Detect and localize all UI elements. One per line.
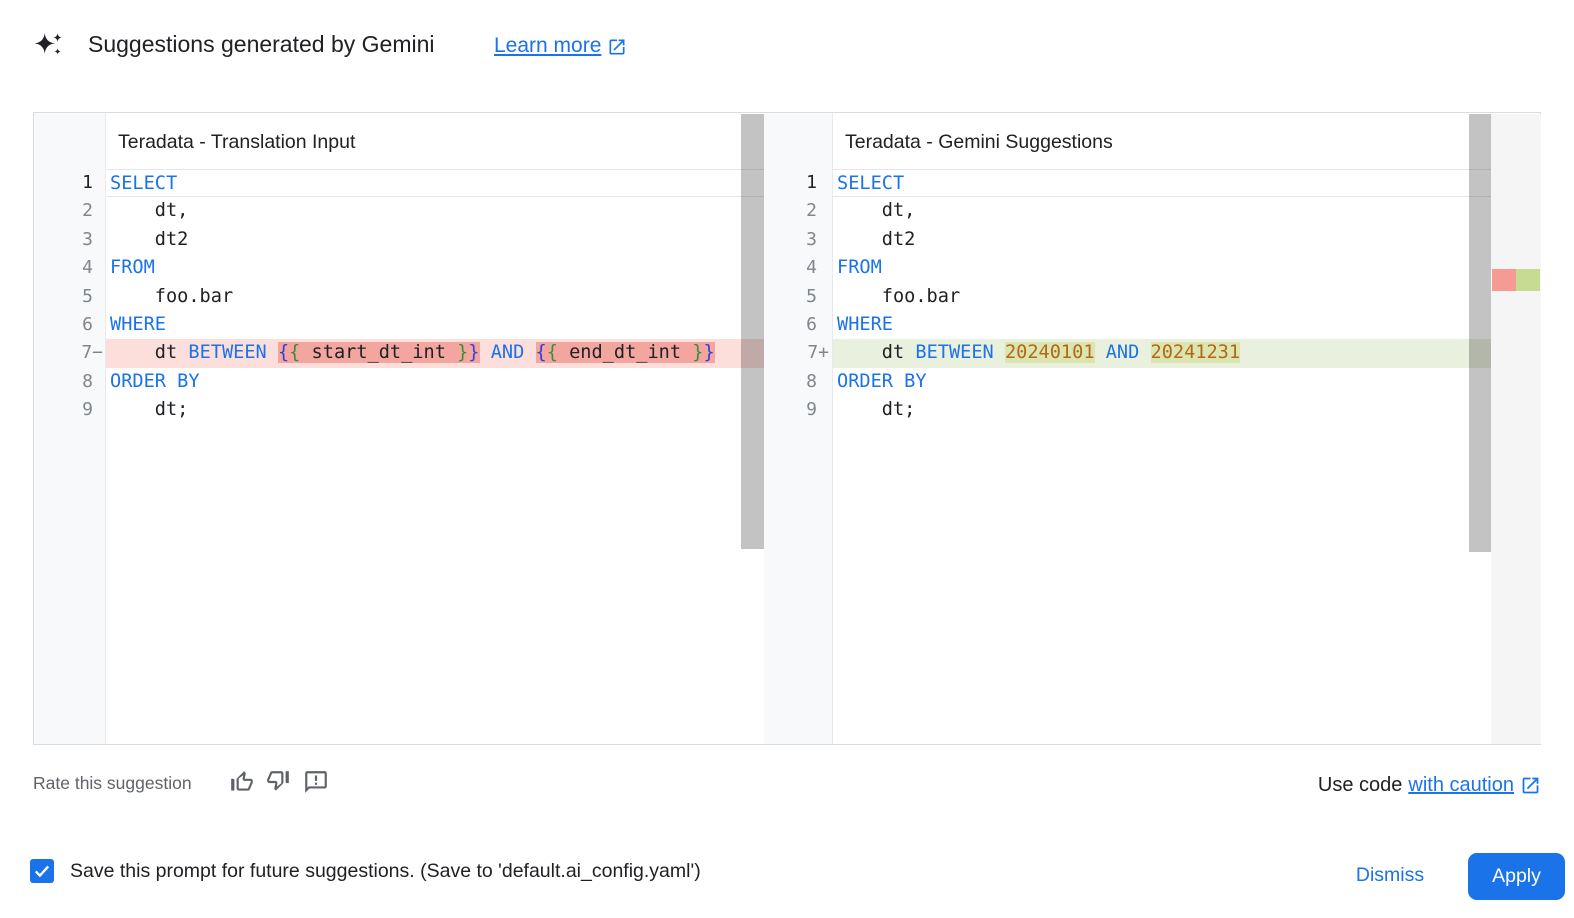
dismiss-button[interactable]: Dismiss [1355,864,1425,886]
check-icon [34,865,50,878]
save-prompt-bar: Save this prompt for future suggestions.… [0,840,1574,918]
open-in-new-icon [609,39,625,55]
line-number-gutter [764,113,833,744]
learn-more-link[interactable]: Learn more [494,34,627,58]
line-number: 4 [806,257,817,279]
right-editor-scrollbar[interactable] [1469,114,1491,552]
gemini-sparkle-icon [34,33,62,55]
code-line-content: dt2 [837,228,916,250]
line-number: 4 [82,257,93,279]
save-prompt-label: Save this prompt for future suggestions.… [70,860,701,882]
thumb-up-icon [231,771,253,791]
feedback-button[interactable] [303,769,329,795]
added-diff-marker [1516,269,1540,291]
code-line-content: ORDER BY [110,370,200,392]
code-line-content: WHERE [837,313,893,335]
thumb-up-button[interactable] [229,769,255,795]
code-line-content: dt, [837,200,916,222]
page-title: Suggestions generated by Gemini [88,31,435,57]
right-panel-title: Teradata - Gemini Suggestions [845,131,1113,153]
line-number: 1 [82,172,93,193]
code-line-content: dt; [110,399,189,421]
code-line[interactable]: 6 WHERE [764,311,1491,339]
code-line[interactable]: 9 dt; [764,396,1491,424]
code-line[interactable]: 5 foo.bar [764,283,1491,311]
rate-suggestion-label: Rate this suggestion [33,773,192,793]
save-prompt-checkbox[interactable] [30,859,54,883]
diff-line-added: dt BETWEEN 20240101 AND 20241231 [833,339,1491,368]
line-number: 5 [806,285,817,307]
thumb-down-button[interactable] [265,769,291,795]
code-line[interactable]: 4 FROM [34,254,764,282]
line-number: 8 [806,370,817,392]
code-line[interactable]: 2 dt, [764,197,1491,225]
learn-more-label: Learn more [494,34,602,57]
line-number: 6 [82,313,93,335]
thumb-down-icon [267,771,289,791]
line-number: 8 [82,370,93,392]
code-line[interactable]: 7− dt BETWEEN {{ start_dt_int }} AND {{ … [34,339,764,368]
use-code-prefix: Use code [1317,774,1403,796]
line-number-gutter [34,113,106,744]
line-number: 2 [806,200,817,222]
code-line[interactable]: 1 SELECT [34,169,764,198]
left-panel-title: Teradata - Translation Input [118,131,356,153]
code-line-content: FROM [110,257,155,279]
line-number: 7− [81,342,103,364]
code-line-content: dt2 [110,228,189,250]
code-line[interactable]: 1 SELECT [764,169,1491,198]
code-line[interactable]: 9 dt; [34,396,764,424]
apply-button[interactable]: Apply [1468,853,1565,900]
code-line[interactable]: 8 ORDER BY [764,368,1491,396]
left-editor-scrollbar[interactable] [741,114,764,549]
use-code-note: Use code with caution [1318,774,1541,797]
code-line[interactable]: 5 foo.bar [34,283,764,311]
code-line[interactable]: 7+ dt BETWEEN 20240101 AND 20241231 [764,339,1491,368]
code-line-content: SELECT [833,169,1491,198]
header: Suggestions generated by Gemini Learn mo… [0,0,1574,80]
code-line-content: WHERE [110,313,166,335]
code-line[interactable]: 6 WHERE [34,311,764,339]
code-line[interactable]: 2 dt, [34,197,764,225]
code-line[interactable]: 3 dt2 [34,226,764,254]
feedback-icon [305,771,327,793]
line-number: 9 [806,399,817,421]
code-line[interactable]: 8 ORDER BY [34,368,764,396]
code-line-content: dt, [110,200,189,222]
line-number: 2 [82,200,93,222]
line-number: 3 [806,228,817,250]
code-line[interactable]: 3 dt2 [764,226,1491,254]
code-line-content: foo.bar [837,285,961,307]
diff-overview-ruler [1491,114,1541,744]
line-number: 3 [82,228,93,250]
diff-line-removed: dt BETWEEN {{ start_dt_int }} AND {{ end… [106,339,764,368]
line-number: 7+ [807,342,829,364]
line-number: 1 [806,172,817,193]
code-line-content: foo.bar [110,285,234,307]
code-line-content: SELECT [106,169,764,198]
code-line-content: FROM [837,257,882,279]
code-line[interactable]: 4 FROM [764,254,1491,282]
line-number: 6 [806,313,817,335]
removed-diff-marker [1492,269,1516,291]
line-number: 9 [82,399,93,421]
code-line-content: ORDER BY [837,370,927,392]
code-line-content: dt; [837,399,916,421]
with-caution-link[interactable]: with caution [1408,774,1514,796]
open-in-new-icon [1522,777,1539,794]
line-number: 5 [82,285,93,307]
